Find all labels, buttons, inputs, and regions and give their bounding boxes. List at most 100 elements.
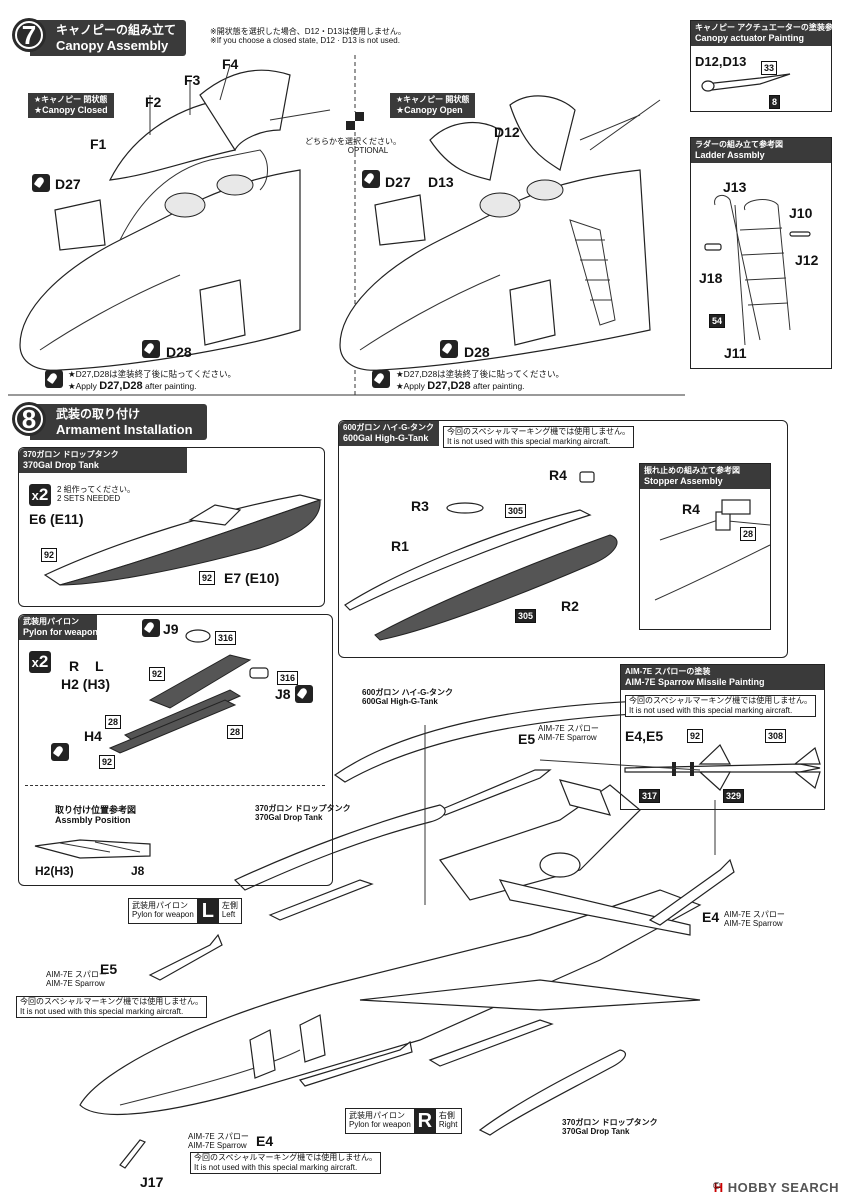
part-j8: J8 xyxy=(275,686,291,702)
paint-icon xyxy=(51,743,69,761)
pos-j8: J8 xyxy=(131,864,145,878)
sparrow-parts: E4,E5 xyxy=(625,728,664,744)
ladder-drawing xyxy=(704,194,811,346)
callout-left-note: 今回のスペシャルマーキング機では使用しません。 It is not used w… xyxy=(16,996,207,1018)
color-54: 54 xyxy=(709,314,726,328)
callout-e4-bottom: E4 xyxy=(256,1133,274,1149)
paint-icon xyxy=(372,370,390,388)
pylon-drawing xyxy=(108,629,269,754)
actuator-title: キャノピー アクチュエーターの塗装参考図 Canopy actuator Pai… xyxy=(691,21,849,46)
part-j12: J12 xyxy=(795,252,819,268)
apply-note-left: ★D27,D28は塗装終了後に貼ってください。 ★Apply D27,D28 a… xyxy=(68,369,236,392)
callout-tank370-right: 370ガロン ドロップタンク 370Gal Drop Tank xyxy=(562,1118,658,1137)
color-28: 28 xyxy=(740,527,757,541)
color-308: 308 xyxy=(765,729,787,743)
paint-icon xyxy=(440,340,458,358)
actuator-parts: D12,D13 xyxy=(695,54,747,69)
color-28-b: 28 xyxy=(227,725,244,739)
part-d13: D13 xyxy=(428,174,454,190)
paint-icon xyxy=(142,340,160,358)
callout-sparrow-bottom: AIM-7E スパロー AIM-7E Sparrow xyxy=(188,1132,249,1151)
aircraft-lower-drawing xyxy=(79,779,702,1116)
part-f3: F3 xyxy=(184,72,201,88)
tank600-box: 600ガロン ハイ-G-タンク 600Gal High-G-Tank 今回のスペ… xyxy=(338,420,788,658)
tank-370-drawing xyxy=(43,494,323,586)
hobby-search-watermark: H HOBBY SEARCH xyxy=(714,1180,839,1195)
stopper-title: 振れ止めの組み立て参考図 Stopper Assembly xyxy=(640,464,770,489)
optional-text: どちらかを選択ください。 OPTIONAL xyxy=(305,137,401,156)
tank-600-drawing xyxy=(344,471,618,641)
assembly-position-title: 取り付け位置参考図 Assmbly Position xyxy=(55,805,137,826)
canopy-open-label: ★キャノピー 開状態 ★Canopy Open xyxy=(390,93,476,118)
canopy-open-drawing xyxy=(339,95,661,371)
paint-icon xyxy=(45,370,63,388)
color-92-d: 92 xyxy=(99,755,116,769)
pos-h2: H2(H3) xyxy=(35,864,74,878)
color-317: 317 xyxy=(639,789,661,803)
callout-pylon-left: 武装用パイロン Pylon for weapon L 左側 Left xyxy=(128,898,242,924)
qty-text: 2 組作ってください。 2 SETS NEEDED xyxy=(57,485,136,504)
stopper-box: 振れ止めの組み立て参考図 Stopper Assembly R4 28 xyxy=(639,463,771,630)
part-e7: E7 (E10) xyxy=(224,570,280,586)
ladder-box: ラダーの組み立て参考図 Ladder Assmbly J13 J10 J12 J… xyxy=(690,137,832,369)
step7-note: ※開状態を選択した場合、D12・D13は使用しません。 ※If you choo… xyxy=(210,27,406,46)
part-d28-right: D28 xyxy=(464,344,490,360)
sparrow-title: AIM-7E スパローの塗装 AIM-7E Sparrow Missile Pa… xyxy=(621,665,824,690)
part-f4: F4 xyxy=(222,56,239,72)
pylon-right-letter: R xyxy=(413,1109,436,1133)
paint-icon xyxy=(295,685,313,703)
callout-bottom-note: 今回のスペシャルマーキング機では使用しません。 It is not used w… xyxy=(190,1152,381,1174)
color-8: 8 xyxy=(769,95,781,109)
part-r3: R3 xyxy=(411,498,429,514)
callout-tank600: 600ガロン ハイ-G-タンク 600Gal High-G-Tank xyxy=(362,688,453,707)
color-305-a: 305 xyxy=(505,504,527,518)
assembly-position-divider xyxy=(25,785,325,786)
color-33: 33 xyxy=(761,61,778,75)
stopper-drawing xyxy=(654,499,771,601)
callout-j17: J17 xyxy=(140,1174,164,1190)
copyright-mark: © xyxy=(713,1181,721,1192)
part-d27-left: D27 xyxy=(55,176,81,192)
optional-icon xyxy=(346,112,364,130)
step7-title: キャノピーの組み立て Canopy Assembly xyxy=(30,20,187,56)
part-j10: J10 xyxy=(789,205,813,221)
paint-icon xyxy=(362,170,380,188)
paint-icon xyxy=(142,619,160,637)
callout-sparrow-left: AIM-7E スパロー AIM-7E Sparrow xyxy=(46,970,107,989)
callout-tank370-left: 370ガロン ドロップタンク 370Gal Drop Tank xyxy=(255,804,351,823)
part-j18: J18 xyxy=(699,270,723,286)
qty-badge: x2 xyxy=(29,651,51,673)
actuator-drawing xyxy=(701,73,791,92)
apply-note-right: ★D27,D28は塗装終了後に貼ってください。 ★Apply D27,D28 a… xyxy=(396,369,564,392)
color-92-b: 92 xyxy=(199,571,216,585)
color-28-a: 28 xyxy=(105,715,122,729)
color-92-e: 92 xyxy=(687,729,704,743)
part-h4: H4 xyxy=(84,728,102,744)
part-r4: R4 xyxy=(549,467,567,483)
part-f2: F2 xyxy=(145,94,162,110)
step8-title: 武装の取り付け Armament Installation xyxy=(30,404,207,440)
color-305-b: 305 xyxy=(515,609,537,623)
color-316-a: 316 xyxy=(215,631,237,645)
sparrow-paint-drawing xyxy=(624,744,821,791)
part-r2: R2 xyxy=(561,598,579,614)
callout-sparrow-top: AIM-7E スパロー AIM-7E Sparrow xyxy=(538,724,599,743)
tank370-title: 370ガロン ドロップタンク 370Gal Drop Tank xyxy=(19,448,187,473)
qty-badge: x2 xyxy=(29,484,51,506)
hobby-search-text: HOBBY SEARCH xyxy=(727,1180,839,1195)
callout-e5-left: E5 xyxy=(100,961,118,977)
part-j11: J11 xyxy=(724,345,747,361)
pylon-left-letter: L xyxy=(196,899,219,923)
callout-sparrow-right: AIM-7E スパロー AIM-7E Sparrow xyxy=(724,910,785,929)
callout-e5-top: E5 xyxy=(518,731,536,747)
canopy-closed-label: ★キャノピー 閉状態 ★Canopy Closed xyxy=(28,93,114,118)
tank600-title: 600ガロン ハイ-G-タンク 600Gal High-G-Tank xyxy=(339,421,439,446)
assembly-position-drawing xyxy=(34,839,151,859)
callout-pylon-right: 武装用パイロン Pylon for weapon R 右側 Right xyxy=(345,1108,462,1134)
part-d27-right: D27 xyxy=(385,174,411,190)
tank370-box: 370ガロン ドロップタンク 370Gal Drop Tank x2 2 組作っ… xyxy=(18,447,325,607)
step8-number: 8 xyxy=(12,402,46,436)
callout-e4-right: E4 xyxy=(702,909,720,925)
color-92-a: 92 xyxy=(41,548,58,562)
